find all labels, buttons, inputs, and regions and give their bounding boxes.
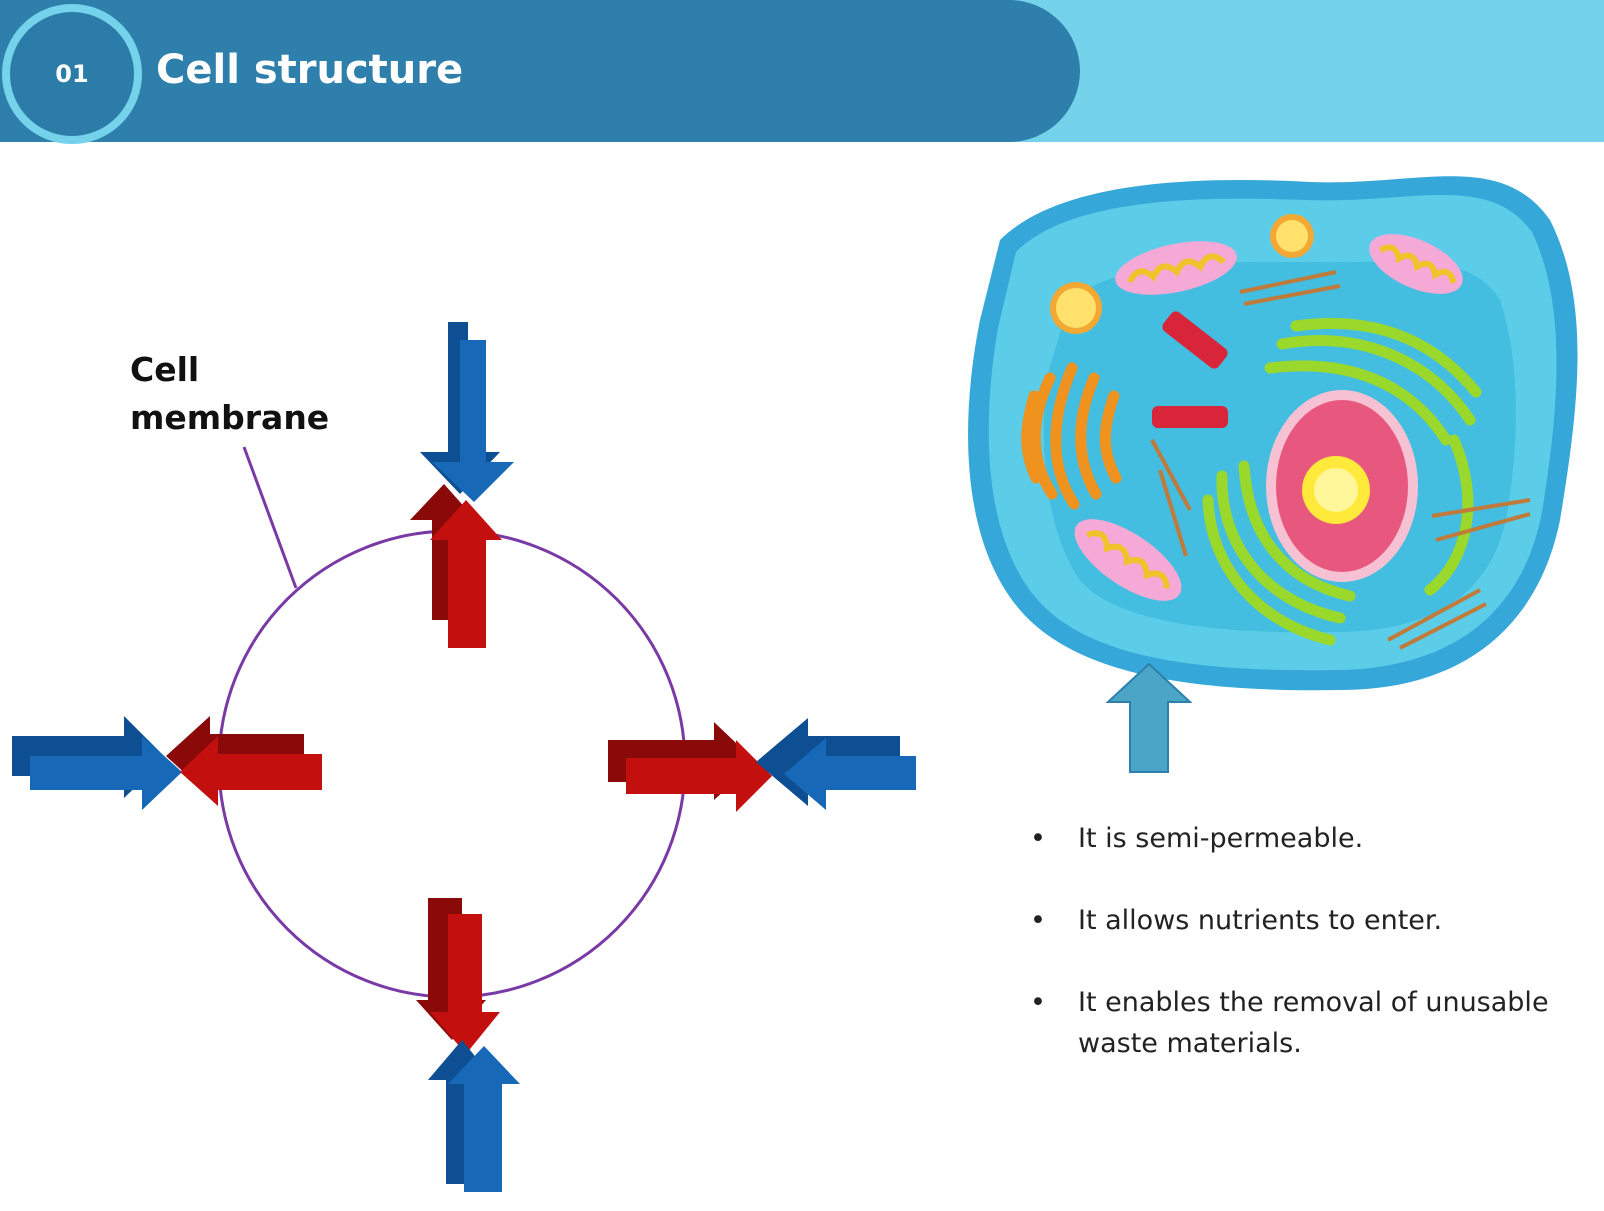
- membrane-facts-list: It is semi-permeable. It allows nutrient…: [1030, 818, 1550, 1105]
- page-title: Cell structure: [156, 47, 464, 93]
- arrow-out-right: [608, 722, 772, 812]
- cell-pointer-arrow: [1105, 662, 1193, 773]
- centrioles: [1152, 311, 1228, 428]
- arrow-out-bottom: [416, 898, 500, 1054]
- label-line-1: Cell: [130, 350, 200, 389]
- list-item: It is semi-permeable.: [1030, 818, 1550, 859]
- section-number-badge: [2, 4, 142, 144]
- list-item: It enables the removal of unusable waste…: [1030, 982, 1550, 1064]
- vesicles: [1050, 214, 1314, 334]
- cytoskeleton-fibers: [1150, 270, 1531, 650]
- animal-cell-illustration: [968, 176, 1578, 691]
- section-number: 01: [55, 60, 89, 88]
- membrane-pointer-line: [242, 446, 298, 589]
- mitochondria: [1074, 234, 1463, 601]
- label-line-2: membrane: [130, 398, 330, 437]
- header-title-bar: [0, 0, 1080, 142]
- endoplasmic-reticulum: [1202, 318, 1482, 646]
- list-item: It allows nutrients to enter.: [1030, 900, 1550, 941]
- arrow-out-left: [166, 716, 322, 806]
- cell-membrane-label: Cell membrane: [130, 346, 329, 442]
- arrow-in-left: [12, 716, 182, 810]
- arrow-in-top: [420, 322, 514, 502]
- arrow-in-right: [756, 718, 916, 810]
- arrow-in-bottom: [428, 1040, 520, 1192]
- arrow-out-top: [410, 484, 502, 648]
- golgi-apparatus: [1021, 362, 1122, 510]
